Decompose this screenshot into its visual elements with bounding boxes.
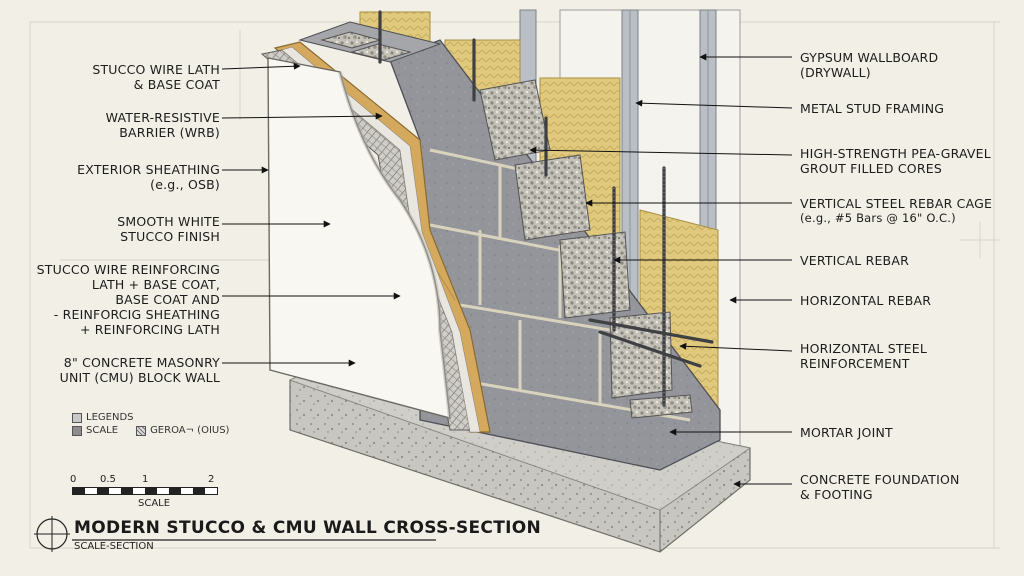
horizontal-rebar: [588, 318, 714, 368]
legend-swatch-plain: [72, 412, 82, 423]
scale-tick: 0.5: [100, 474, 116, 485]
legend-item: SCALE GEROA¬ (OIUS): [72, 424, 229, 437]
label-vertical-rebar: VERTICAL REBAR: [800, 253, 909, 268]
label-rebar-cage: VERTICAL STEEL REBAR CAGE (e.g., #5 Bars…: [800, 196, 993, 225]
label-metal-stud: METAL STUD FRAMING: [800, 101, 945, 116]
label-stucco-wire-lath: STUCCO WIRE LATH& BASE COAT: [92, 62, 220, 92]
title-block-symbol: [34, 516, 436, 552]
leader-arrows: [221, 53, 793, 488]
label-exterior-sheathing: EXTERIOR SHEATHING(e.g., OSB): [77, 162, 220, 192]
scale-tick: 1: [142, 474, 149, 485]
drawing-subtitle: SCALE-SECTION: [74, 541, 154, 552]
legend: LEGENDS SCALE GEROA¬ (OIUS): [72, 411, 229, 437]
legend-text: SCALE: [86, 425, 119, 436]
label-horizontal-rebar: HORIZONTAL REBAR: [800, 293, 932, 308]
label-gypsum: GYPSUM WALLBOARD(DRYWALL): [800, 50, 939, 80]
scale-tick: 0: [70, 474, 77, 485]
scale-ticks: 0 0.5 1 2: [68, 474, 228, 486]
label-foundation: CONCRETE FOUNDATION& FOOTING: [800, 472, 960, 502]
drawing-title: MODERN STUCCO & CMU WALL CROSS-SECTION: [74, 518, 542, 538]
water-resistive-barrier: [281, 46, 481, 433]
scale-graphic: [72, 487, 218, 495]
scale-caption: SCALE: [138, 498, 171, 509]
scale-tick: 2: [208, 474, 215, 485]
legend-swatch-dots: [72, 425, 82, 436]
legend-text: LEGENDS: [86, 412, 134, 423]
legend-text: GEROA¬ (OIUS): [150, 425, 230, 436]
drafting-guides: [29, 21, 1000, 549]
label-mortar-joint: MORTAR JOINT: [800, 425, 893, 440]
legend-item: LEGENDS: [72, 411, 229, 424]
legend-swatch-grid: [136, 425, 147, 436]
